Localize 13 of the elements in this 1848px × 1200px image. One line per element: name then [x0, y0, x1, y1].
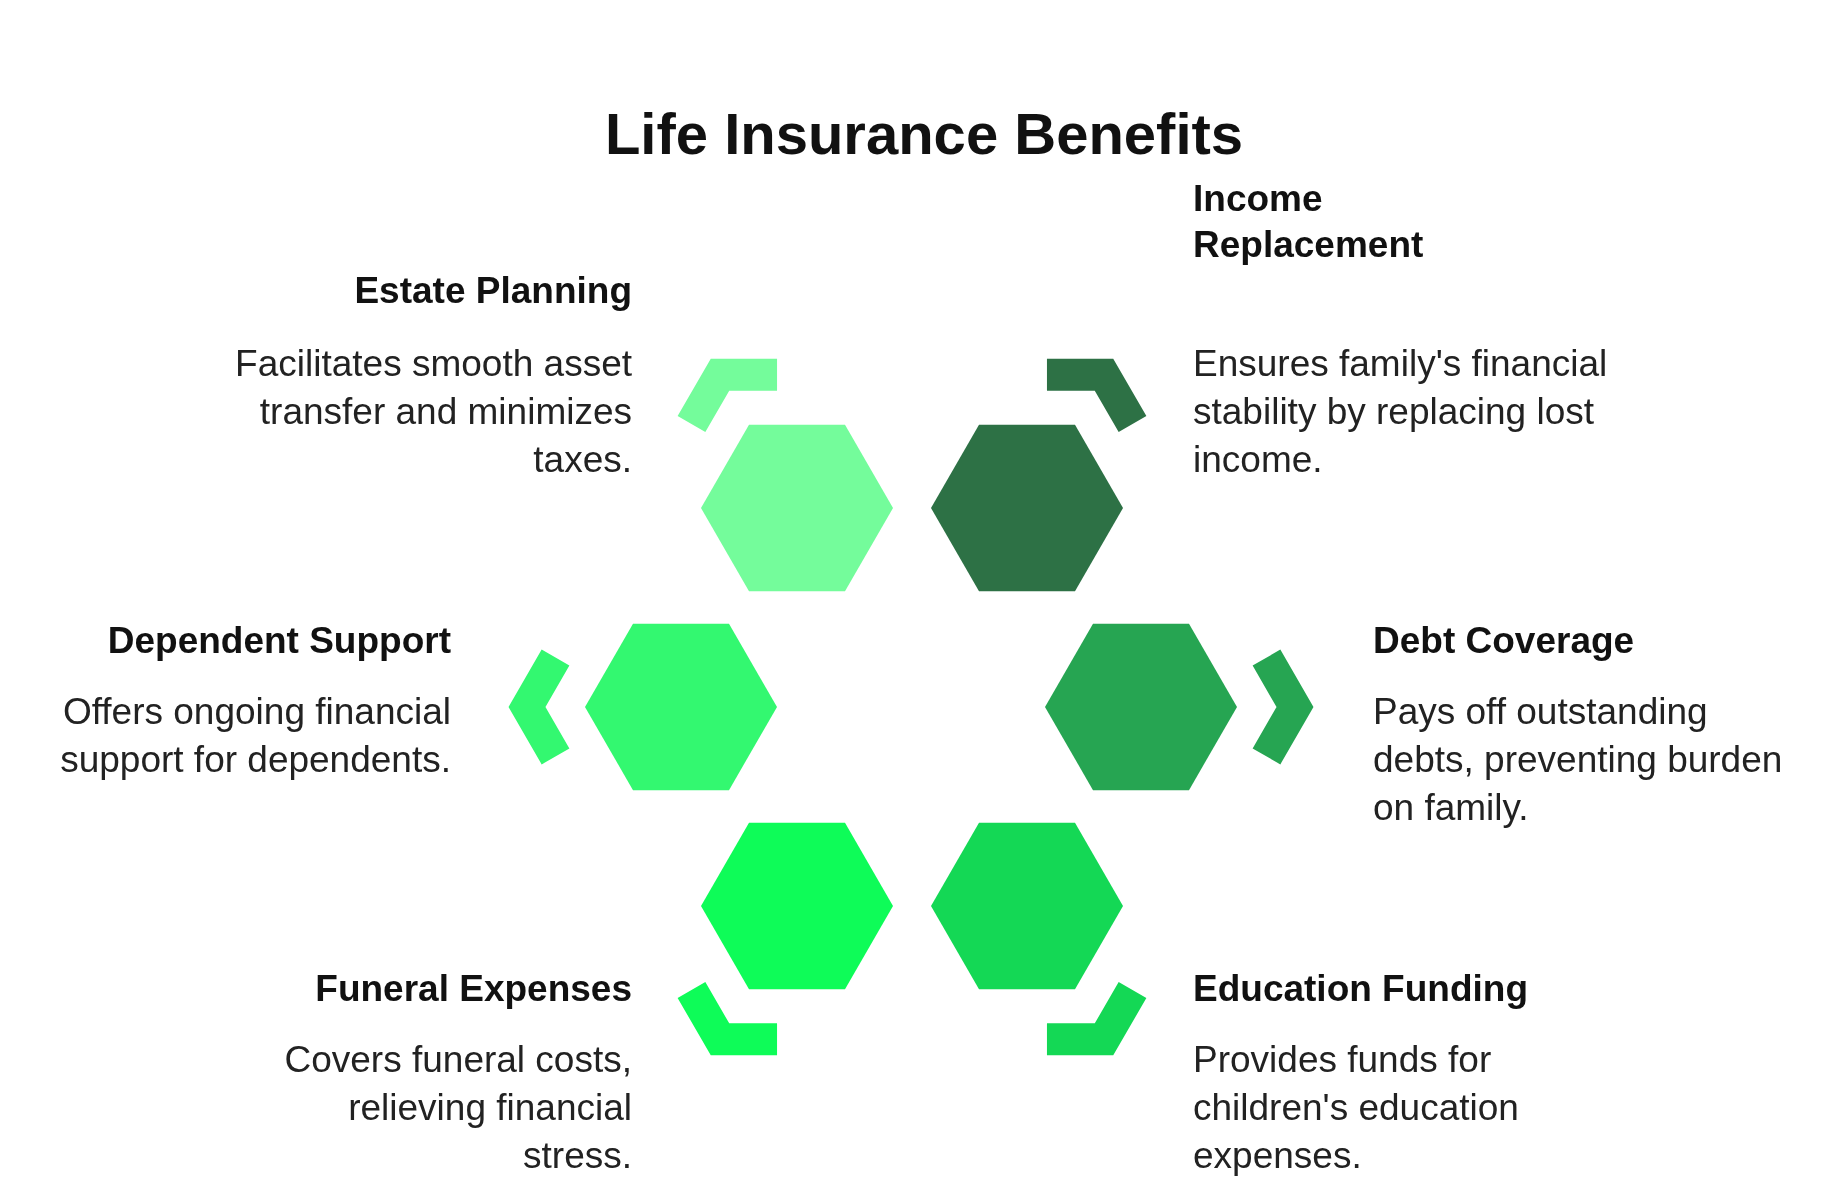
benefit-description: Covers funeral costs, relieving financial stress. [283, 1038, 632, 1178]
benefit-description: Provides funds for children's education expenses. [1193, 1038, 1520, 1178]
benefit-description: Ensures family's financial stability by replacing lost income. [1193, 342, 1609, 482]
benefit-description: Offers ongoing financial support for dependents. [59, 690, 451, 782]
benefit-description: Pays off outstanding debts, preventing burden on family. [1373, 690, 1784, 830]
benefit-heading: Income Replacement [1193, 177, 1425, 267]
benefit-heading: Debt Coverage [1373, 619, 1636, 663]
benefit-heading: Funeral Expenses [314, 967, 632, 1011]
benefit-heading: Estate Planning [353, 269, 632, 313]
title: Life Insurance Benefits [603, 100, 1245, 167]
benefit-heading: Education Funding [1193, 967, 1529, 1011]
benefit-description: Facilitates smooth asset transfer and minimizes taxes. [234, 342, 632, 482]
benefit-heading: Dependent Support [106, 619, 451, 663]
